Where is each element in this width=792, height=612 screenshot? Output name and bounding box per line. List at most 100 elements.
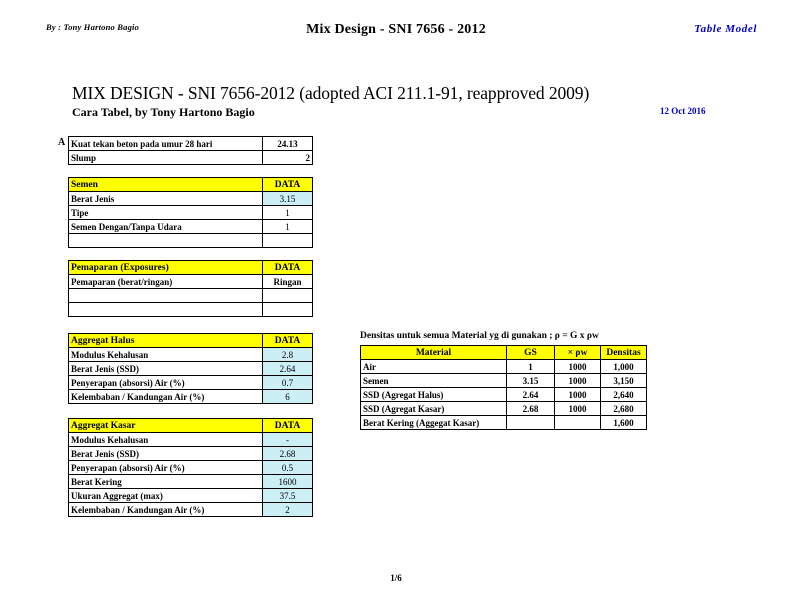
aggregat-kasar-header-data: DATA xyxy=(262,418,313,433)
densitas-row-3-densitas: 2,680 xyxy=(600,401,647,416)
semen-row-1-value[interactable]: 1 xyxy=(262,205,313,220)
table-row: Modulus Kehalusan 2.8 xyxy=(68,347,313,362)
semen-header-label: Semen xyxy=(68,177,263,192)
densitas-col-pw: × ρw xyxy=(554,345,601,360)
pemaparan-row-0-value[interactable]: Ringan xyxy=(262,274,313,289)
aggregat-kasar-header-label: Aggregat Kasar xyxy=(68,418,263,433)
densitas-row-2-material: SSD (Agregat Halus) xyxy=(360,387,507,402)
section-a-row-1-value[interactable]: 2 xyxy=(262,150,313,165)
table-header-row: Pemaparan (Exposures) DATA xyxy=(68,260,313,275)
densitas-row-4-pw xyxy=(554,415,601,430)
section-a-letter: A xyxy=(58,137,66,148)
table-row: Kuat tekan beton pada umur 28 hari 24.13 xyxy=(68,136,313,151)
aggregat-kasar-row-4-label: Ukuran Aggregat (max) xyxy=(68,488,263,503)
table-row: Kelembaban / Kandungan Air (%) 6 xyxy=(68,389,313,404)
aggregat-kasar-row-4-value[interactable]: 37.5 xyxy=(262,488,313,503)
table-row xyxy=(68,288,313,303)
table-row: SSD (Agregat Kasar) 2.68 1000 2,680 xyxy=(360,401,647,416)
semen-row-2-label: Semen Dengan/Tanpa Udara xyxy=(68,219,263,234)
aggregat-halus-row-3-value[interactable]: 6 xyxy=(262,389,313,404)
table-row: Berat Jenis (SSD) 2.68 xyxy=(68,446,313,461)
aggregat-halus-row-2-label: Penyerapan (absorsi) Air (%) xyxy=(68,375,263,390)
densitas-row-3-pw: 1000 xyxy=(554,401,601,416)
table-row: Berat Jenis (SSD) 2.64 xyxy=(68,361,313,376)
densitas-col-gs: GS xyxy=(506,345,555,360)
aggregat-halus-row-2-value[interactable]: 0.7 xyxy=(262,375,313,390)
pemaparan-row-1-value[interactable] xyxy=(262,288,313,303)
table-row: Ukuran Aggregat (max) 37.5 xyxy=(68,488,313,503)
table-header-row: Aggregat Kasar DATA xyxy=(68,418,313,433)
header-table-model-label: Table Model xyxy=(694,23,757,35)
table-row: Pemaparan (berat/ringan) Ringan xyxy=(68,274,313,289)
table-row: Tipe 1 xyxy=(68,205,313,220)
densitas-row-0-gs: 1 xyxy=(506,359,555,374)
semen-table: Semen DATA Berat Jenis 3.15 Tipe 1 Semen… xyxy=(68,177,313,248)
page-number: 1/6 xyxy=(390,573,402,583)
table-row: Modulus Kehalusan - xyxy=(68,432,313,447)
aggregat-kasar-row-5-value[interactable]: 2 xyxy=(262,502,313,517)
semen-row-2-value[interactable]: 1 xyxy=(262,219,313,234)
densitas-row-2-gs: 2.64 xyxy=(506,387,555,402)
table-header-row: Semen DATA xyxy=(68,177,313,192)
aggregat-kasar-row-1-label: Berat Jenis (SSD) xyxy=(68,446,263,461)
table-row xyxy=(68,233,313,248)
section-a-row-0-value[interactable]: 24.13 xyxy=(262,136,313,151)
densitas-row-0-material: Air xyxy=(360,359,507,374)
semen-row-3-value[interactable] xyxy=(262,233,313,248)
pemaparan-table: Pemaparan (Exposures) DATA Pemaparan (be… xyxy=(68,260,313,317)
aggregat-kasar-row-3-value[interactable]: 1600 xyxy=(262,474,313,489)
page-title: MIX DESIGN - SNI 7656-2012 (adopted ACI … xyxy=(72,83,590,103)
table-row: Slump 2 xyxy=(68,150,313,165)
table-row: Berat Jenis 3.15 xyxy=(68,191,313,206)
densitas-row-4-gs xyxy=(506,415,555,430)
table-row: Kelembaban / Kandungan Air (%) 2 xyxy=(68,502,313,517)
aggregat-halus-header-label: Aggregat Halus xyxy=(68,333,263,348)
aggregat-kasar-row-5-label: Kelembaban / Kandungan Air (%) xyxy=(68,502,263,517)
aggregat-halus-row-1-value[interactable]: 2.64 xyxy=(262,361,313,376)
pemaparan-row-0-label: Pemaparan (berat/ringan) xyxy=(68,274,263,289)
pemaparan-row-1-label xyxy=(68,288,263,303)
aggregat-kasar-row-2-value[interactable]: 0.5 xyxy=(262,460,313,475)
densitas-row-1-gs: 3.15 xyxy=(506,373,555,388)
table-row: SSD (Agregat Halus) 2.64 1000 2,640 xyxy=(360,387,647,402)
section-a-row-0-label: Kuat tekan beton pada umur 28 hari xyxy=(68,136,263,151)
section-a-table: Kuat tekan beton pada umur 28 hari 24.13… xyxy=(68,136,313,165)
aggregat-halus-row-0-label: Modulus Kehalusan xyxy=(68,347,263,362)
semen-row-0-label: Berat Jenis xyxy=(68,191,263,206)
table-row: Air 1 1000 1,000 xyxy=(360,359,647,374)
densitas-table: Material GS × ρw Densitas Air 1 1000 1,0… xyxy=(360,345,647,430)
table-header-row: Aggregat Halus DATA xyxy=(68,333,313,348)
table-row: Berat Kering (Aggegat Kasar) 1,600 xyxy=(360,415,647,430)
densitas-caption: Densitas untuk semua Material yg di guna… xyxy=(360,331,599,341)
densitas-row-1-pw: 1000 xyxy=(554,373,601,388)
aggregat-halus-header-data: DATA xyxy=(262,333,313,348)
semen-row-1-label: Tipe xyxy=(68,205,263,220)
aggregat-halus-table: Aggregat Halus DATA Modulus Kehalusan 2.… xyxy=(68,333,313,404)
header-author: By : Tony Hartono Bagio xyxy=(46,22,140,32)
aggregat-kasar-row-0-value[interactable]: - xyxy=(262,432,313,447)
densitas-row-4-densitas: 1,600 xyxy=(600,415,647,430)
pemaparan-header-label: Pemaparan (Exposures) xyxy=(68,260,263,275)
table-row: Semen Dengan/Tanpa Udara 1 xyxy=(68,219,313,234)
densitas-row-1-material: Semen xyxy=(360,373,507,388)
aggregat-kasar-row-0-label: Modulus Kehalusan xyxy=(68,432,263,447)
aggregat-halus-row-0-value[interactable]: 2.8 xyxy=(262,347,313,362)
header-title: Mix Design - SNI 7656 - 2012 xyxy=(306,22,486,37)
densitas-row-4-material: Berat Kering (Aggegat Kasar) xyxy=(360,415,507,430)
section-a-row-1-label: Slump xyxy=(68,150,263,165)
aggregat-kasar-row-1-value[interactable]: 2.68 xyxy=(262,446,313,461)
densitas-row-0-densitas: 1,000 xyxy=(600,359,647,374)
page-date: 12 Oct 2016 xyxy=(660,106,706,116)
table-row xyxy=(68,302,313,317)
aggregat-kasar-row-2-label: Penyerapan (absorsi) Air (%) xyxy=(68,460,263,475)
pemaparan-header-data: DATA xyxy=(262,260,313,275)
densitas-col-material: Material xyxy=(360,345,507,360)
table-header-row: Material GS × ρw Densitas xyxy=(360,345,647,360)
semen-row-0-value[interactable]: 3.15 xyxy=(262,191,313,206)
densitas-row-0-pw: 1000 xyxy=(554,359,601,374)
densitas-row-2-pw: 1000 xyxy=(554,387,601,402)
pemaparan-row-2-value[interactable] xyxy=(262,302,313,317)
densitas-row-1-densitas: 3,150 xyxy=(600,373,647,388)
table-row: Penyerapan (absorsi) Air (%) 0.5 xyxy=(68,460,313,475)
densitas-row-3-material: SSD (Agregat Kasar) xyxy=(360,401,507,416)
